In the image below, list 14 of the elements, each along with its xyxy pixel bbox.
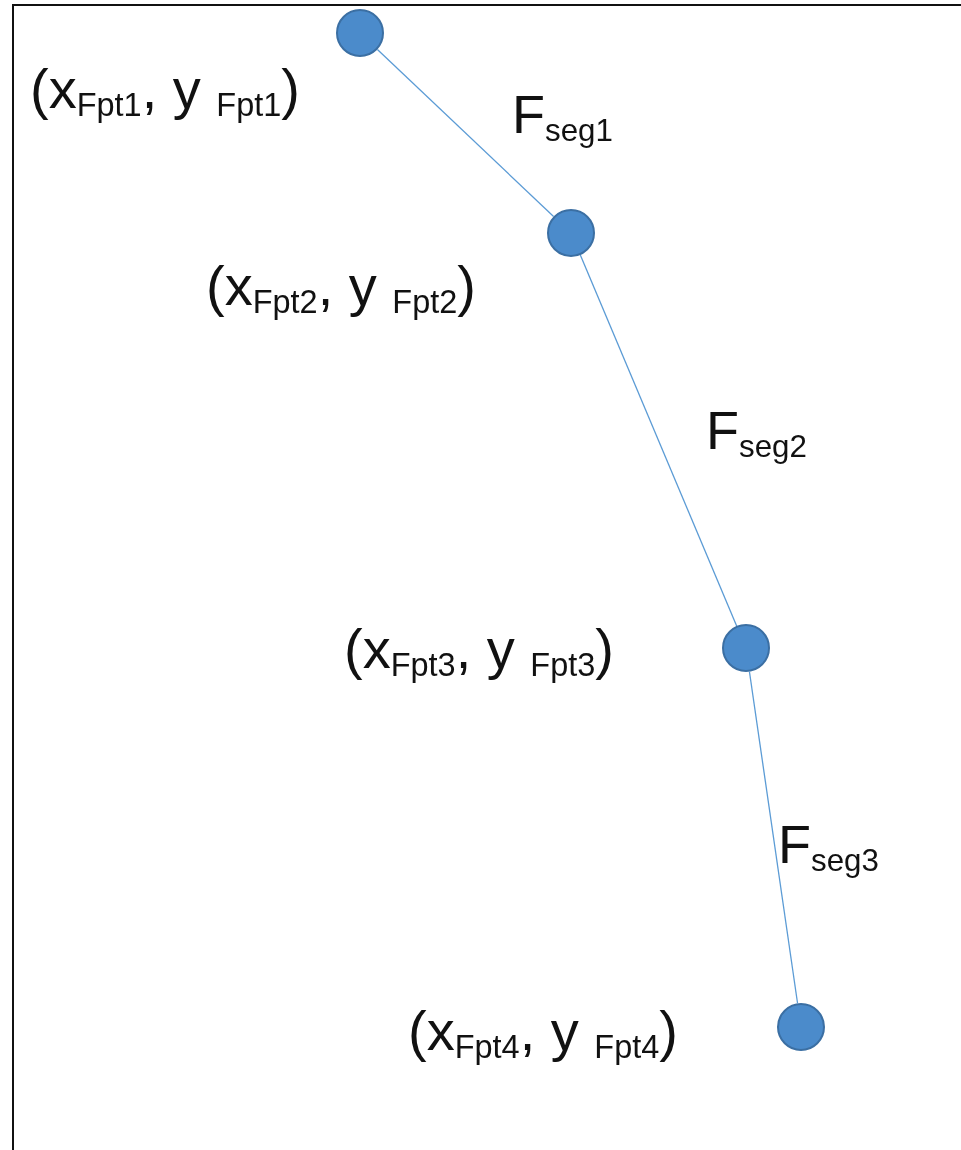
segment-line (748, 671, 799, 1004)
coordinate-label: (x$_{Fpt3}$, y $_{Fpt3}$) (344, 616, 614, 683)
coordinate-label: (x$_{Fpt2}$, y $_{Fpt2}$) (206, 253, 476, 320)
edge-label: F$_{seg3}$ (778, 813, 879, 877)
segment-line (376, 48, 555, 218)
coordinate-label: (x$_{Fpt4}$, y $_{Fpt4}$) (408, 998, 678, 1065)
coordinate-label: (x$_{Fpt1}$, y $_{Fpt1}$) (30, 56, 300, 123)
point-circle (547, 209, 595, 257)
point-circle (336, 9, 384, 57)
edge-label: F$_{seg2}$ (706, 399, 807, 463)
point-circle (777, 1003, 825, 1051)
point-circle (722, 624, 770, 672)
segment-line (579, 254, 738, 627)
edge-label: F$_{seg1}$ (512, 83, 613, 147)
